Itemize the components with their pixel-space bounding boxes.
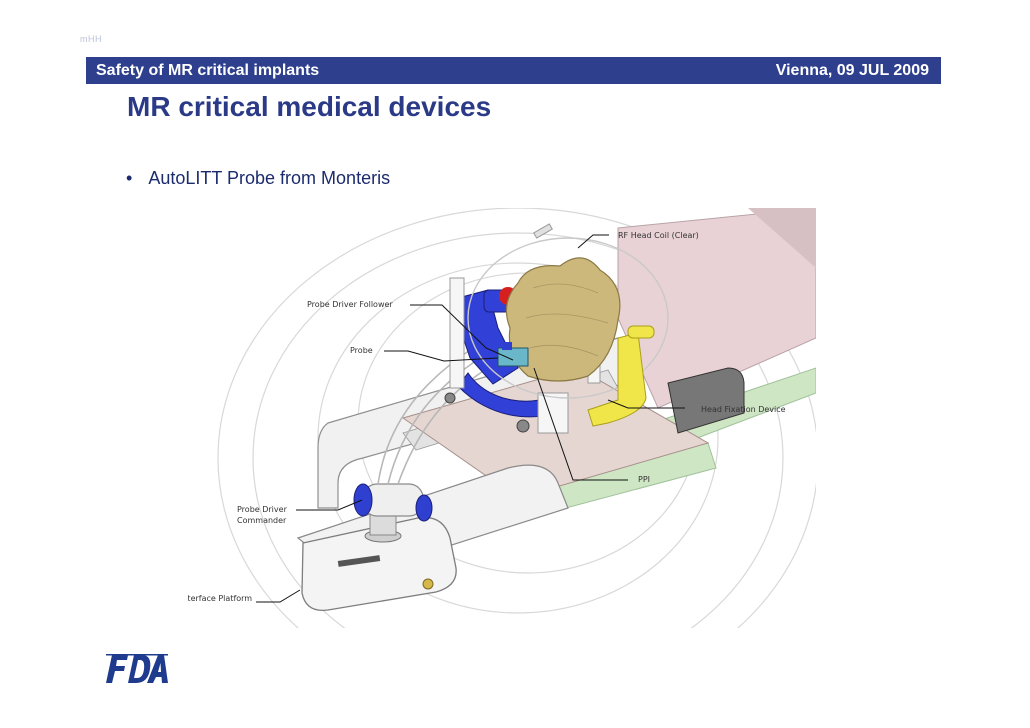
bore-tube-shade bbox=[748, 208, 816, 268]
platform-display bbox=[337, 555, 381, 567]
device-drawing bbox=[217, 208, 816, 628]
commander-cap-right bbox=[415, 494, 433, 522]
leader-lines bbox=[256, 234, 685, 603]
platform-connector bbox=[422, 578, 434, 590]
label-ppi: PPI bbox=[638, 475, 651, 484]
header-banner: Safety of MR critical implants Vienna, 0… bbox=[86, 57, 941, 84]
fda-logo bbox=[104, 654, 170, 689]
label-probe-driver-commander-line1: Probe Driver bbox=[237, 505, 287, 514]
rf-head-coil bbox=[467, 237, 669, 399]
probe-body bbox=[497, 347, 529, 367]
header-tag: mHH bbox=[80, 34, 102, 44]
page-title: MR critical medical devices bbox=[127, 91, 492, 122]
label-probe-driver-commander-line2: Commander bbox=[237, 516, 287, 525]
banner-title: Safety of MR critical implants bbox=[96, 61, 320, 79]
bullet-text: AutoLITT Probe from Monteris bbox=[148, 168, 391, 188]
screw-knob bbox=[516, 419, 530, 433]
bullet-item: • AutoLITT Probe from Monteris bbox=[126, 168, 390, 189]
label-probe: Probe bbox=[350, 346, 373, 355]
label-interface-platform: Interface Platform bbox=[188, 594, 253, 603]
banner-date: Vienna, 09 JUL 2009 bbox=[775, 61, 929, 79]
screw-knob-2 bbox=[444, 392, 456, 404]
head-contours bbox=[525, 283, 609, 357]
label-rf-head-coil: RF Head Coil (Clear) bbox=[618, 231, 699, 240]
commander-cap-left bbox=[353, 483, 373, 517]
label-probe-driver-follower: Probe Driver Follower bbox=[307, 300, 393, 309]
label-probe-driver-commander: Probe Driver Commander bbox=[237, 504, 287, 526]
label-head-fixation-device: Head Fixation Device bbox=[701, 405, 786, 414]
coil-handle bbox=[533, 223, 553, 239]
head-fixation-clamp bbox=[627, 325, 655, 339]
bullet-marker: • bbox=[126, 168, 133, 188]
fda-logo-mark bbox=[106, 654, 168, 683]
probe-tip bbox=[502, 342, 512, 350]
patient-head bbox=[505, 257, 621, 382]
interface-platform-body bbox=[301, 516, 457, 612]
side-block bbox=[667, 367, 745, 434]
device-illustration: RF Head Coil (Clear) Probe Driver Follow… bbox=[188, 208, 816, 628]
head-fixation-device-body bbox=[587, 332, 647, 427]
